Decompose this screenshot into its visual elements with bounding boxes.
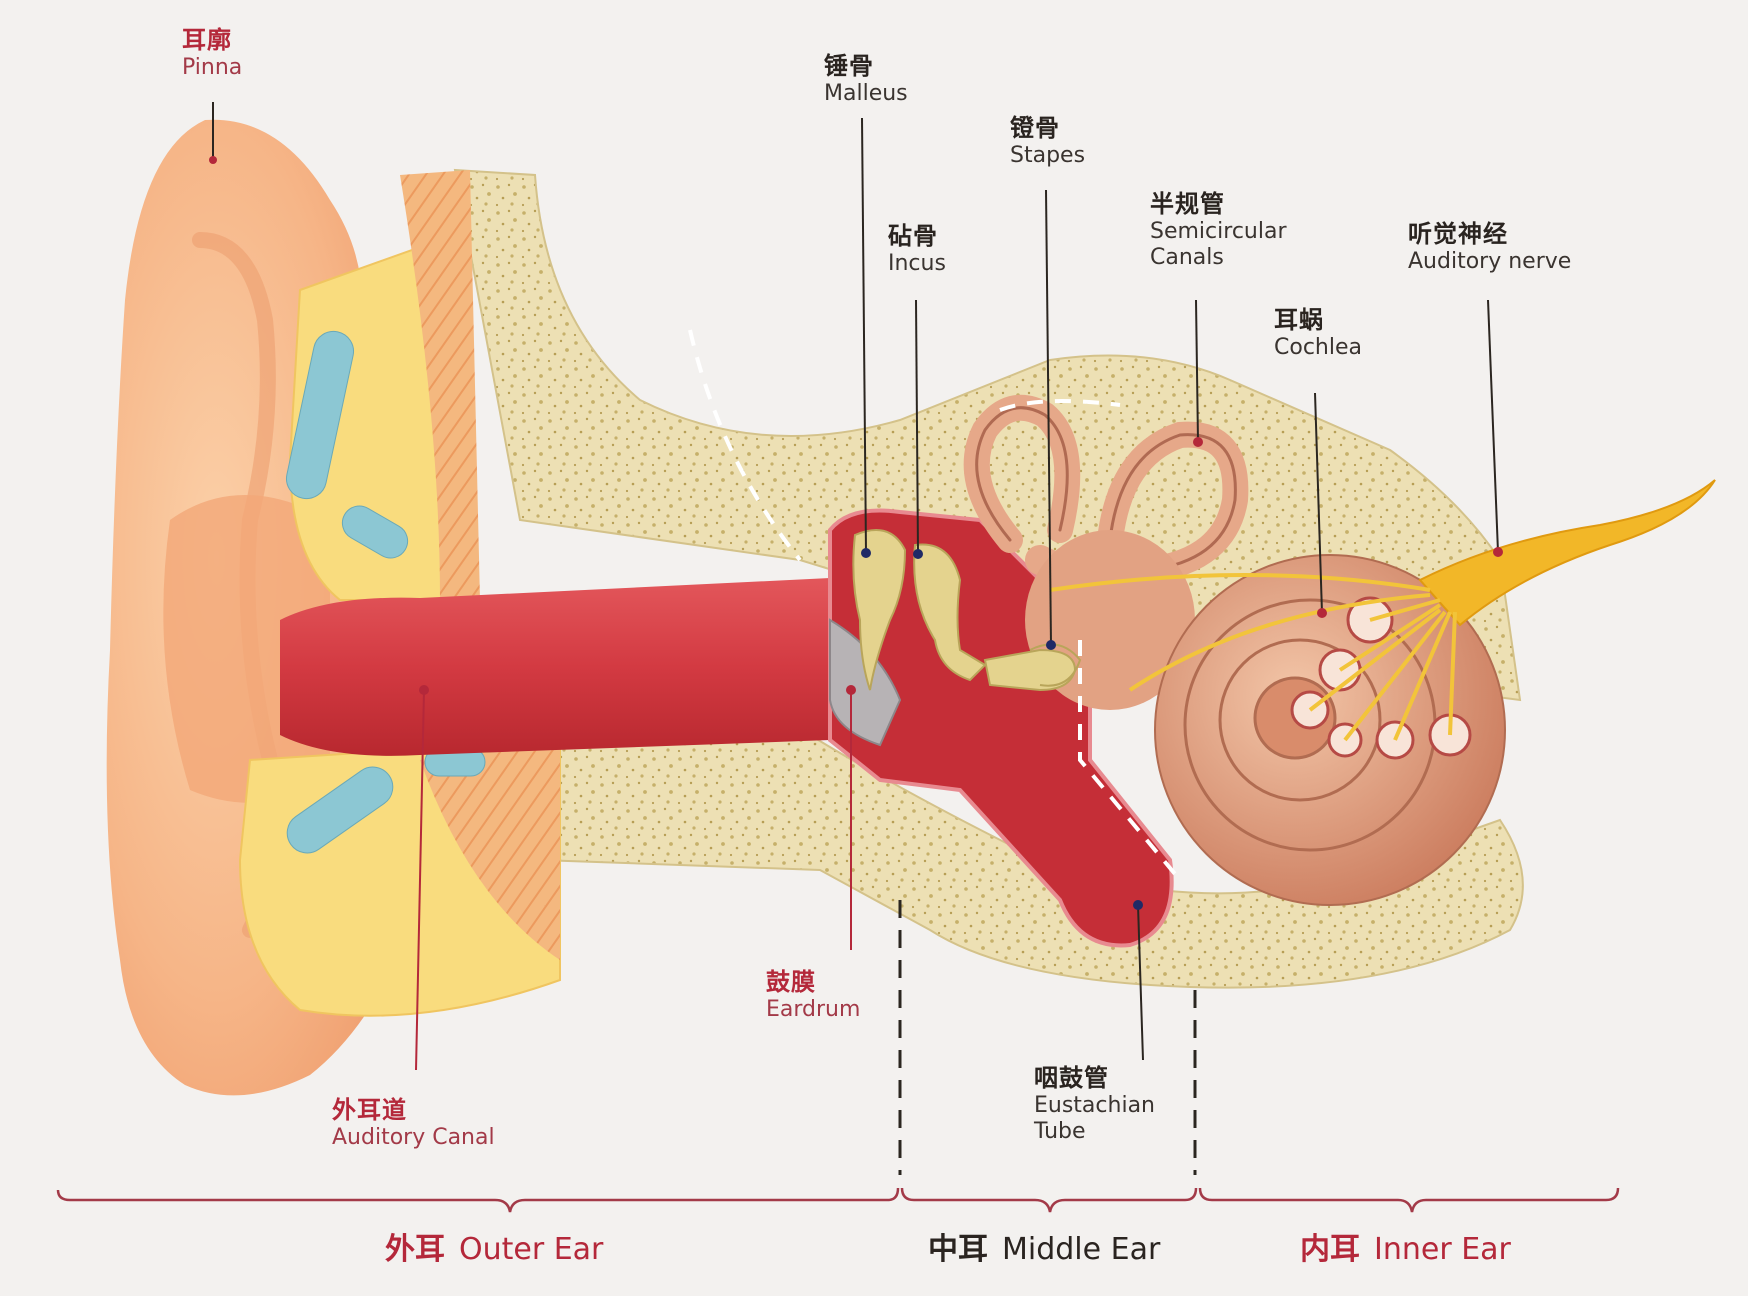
label-stapes-en: Stapes	[1010, 142, 1086, 168]
label-semicircular-en-1: Semicircular	[1150, 218, 1287, 244]
blue-cartilage-3	[286, 766, 394, 854]
section-inner-zh: 内耳	[1300, 1232, 1360, 1267]
label-eustachian-en-2: Tube	[1034, 1119, 1086, 1145]
label-eardrum-zh: 鼓膜	[766, 968, 816, 996]
middle-ear-cavity	[828, 508, 1174, 948]
label-stapes-zh: 镫骨	[1010, 114, 1060, 142]
label-incus: 砧骨 Incus	[888, 222, 946, 277]
label-eustachian-zh: 咽鼓管	[1034, 1064, 1109, 1092]
label-pinna: 耳廓 Pinna	[182, 26, 242, 81]
section-outer-en: Outer Ear	[459, 1232, 604, 1267]
label-nerve-en: Auditory nerve	[1408, 248, 1572, 274]
leader-dots	[209, 156, 1503, 910]
label-incus-en: Incus	[888, 250, 946, 276]
label-canal-en: Auditory Canal	[332, 1124, 495, 1150]
label-auditory-nerve: 听觉神经 Auditory nerve	[1408, 220, 1571, 275]
section-dividers	[898, 900, 1197, 1175]
section-inner-en: Inner Ear	[1374, 1232, 1511, 1267]
label-semicircular-zh: 半规管	[1150, 190, 1225, 218]
section-middle-en: Middle Ear	[1002, 1232, 1161, 1267]
section-braces	[56, 1187, 1620, 1213]
label-semicircular-en-2: Canals	[1150, 245, 1224, 271]
muscle-lower	[420, 745, 560, 960]
label-eustachian-tube: 咽鼓管 Eustachian Tube	[1034, 1064, 1155, 1146]
section-inner-ear: 内耳 Inner Ear	[1300, 1224, 1511, 1268]
label-canal-zh: 外耳道	[332, 1096, 407, 1124]
section-outer-ear: 外耳 Outer Ear	[385, 1224, 603, 1268]
label-eustachian-en-1: Eustachian	[1034, 1092, 1155, 1118]
blue-cartilage-1	[285, 330, 355, 500]
label-pinna-zh: 耳廓	[182, 26, 232, 54]
section-middle-ear: 中耳 Middle Ear	[928, 1224, 1160, 1268]
label-auditory-canal: 外耳道 Auditory Canal	[332, 1096, 495, 1151]
label-pinna-en: Pinna	[182, 54, 243, 80]
label-semicircular-canals: 半规管 Semicircular Canals	[1150, 190, 1287, 272]
label-nerve-zh: 听觉神经	[1408, 220, 1508, 248]
label-malleus-zh: 锤骨	[824, 52, 874, 80]
label-malleus-en: Malleus	[824, 80, 908, 106]
label-malleus: 锤骨 Malleus	[824, 52, 908, 107]
eardrum-shape	[829, 618, 902, 747]
label-stapes: 镫骨 Stapes	[1010, 114, 1085, 169]
section-outer-zh: 外耳	[385, 1232, 445, 1267]
nerve-fibres	[1049, 573, 1457, 742]
label-cochlea: 耳蜗 Cochlea	[1274, 306, 1362, 361]
label-cochlea-en: Cochlea	[1274, 334, 1362, 360]
blue-cartilage-2	[341, 505, 409, 559]
section-middle-zh: 中耳	[928, 1232, 988, 1267]
auditory-nerve-shape	[1418, 479, 1716, 627]
label-cochlea-zh: 耳蜗	[1274, 306, 1324, 334]
muscle-upper	[400, 170, 480, 600]
label-eardrum: 鼓膜 Eardrum	[766, 968, 860, 1023]
label-incus-zh: 砧骨	[888, 222, 938, 250]
region-boundaries	[688, 329, 1182, 882]
label-eardrum-en: Eardrum	[766, 996, 861, 1022]
auditory-canal-shape	[280, 578, 830, 756]
leader-lines	[212, 102, 1499, 1071]
ossicles	[852, 529, 1082, 692]
